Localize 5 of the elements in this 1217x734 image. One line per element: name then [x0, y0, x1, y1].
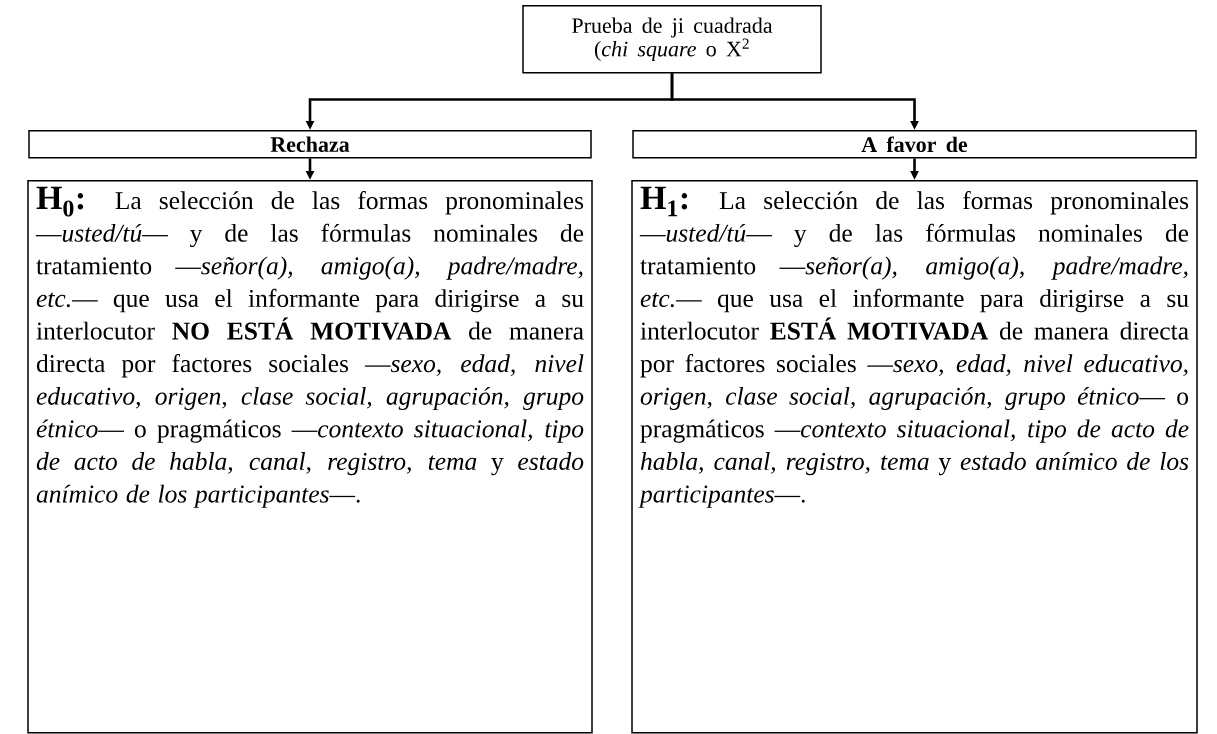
process-box: Prueba de ji cuadrada (chi square o X$^{2}$ — [522, 5, 822, 74]
hypothesis-box: H$_{0}$: La selección de las formas pronominales —usted/tú— y de las fórmulas nominales de tratamiento —señor(a), amigo(a), padre/madre, etc.— que usa el informante para dirigirse a su interlocutor NO ESTÁ MOTIVADA de manera directa por factores sociales —sexo, edad, nivel educativo, origen, clase social, agrupación, grupo étnico— o pragmáticos —contexto situacional, tipo de acto de habla, canal, registro, tema y estado anímico de los participantes—. — [27, 180, 593, 734]
heading-box: Rechaza — [28, 130, 592, 159]
hypothesis-box: H$_{1}$: La selección de las formas pronominales —usted/tú— y de las fórmulas nominales de tratamiento —señor(a), amigo(a), padre/madre, etc.— que usa el informante para dirigirse a su interlocutor ESTÁ MOTIVADA de manera directa por factores sociales —sexo, edad, nivel educativo, origen, clase social, agrupación, grupo étnico— o pragmáticos —contexto situacional, tipo de acto de habla, canal, registro, tema y estado anímico de los participantes—. — [631, 180, 1198, 734]
heading-box: A favor de — [632, 130, 1197, 159]
